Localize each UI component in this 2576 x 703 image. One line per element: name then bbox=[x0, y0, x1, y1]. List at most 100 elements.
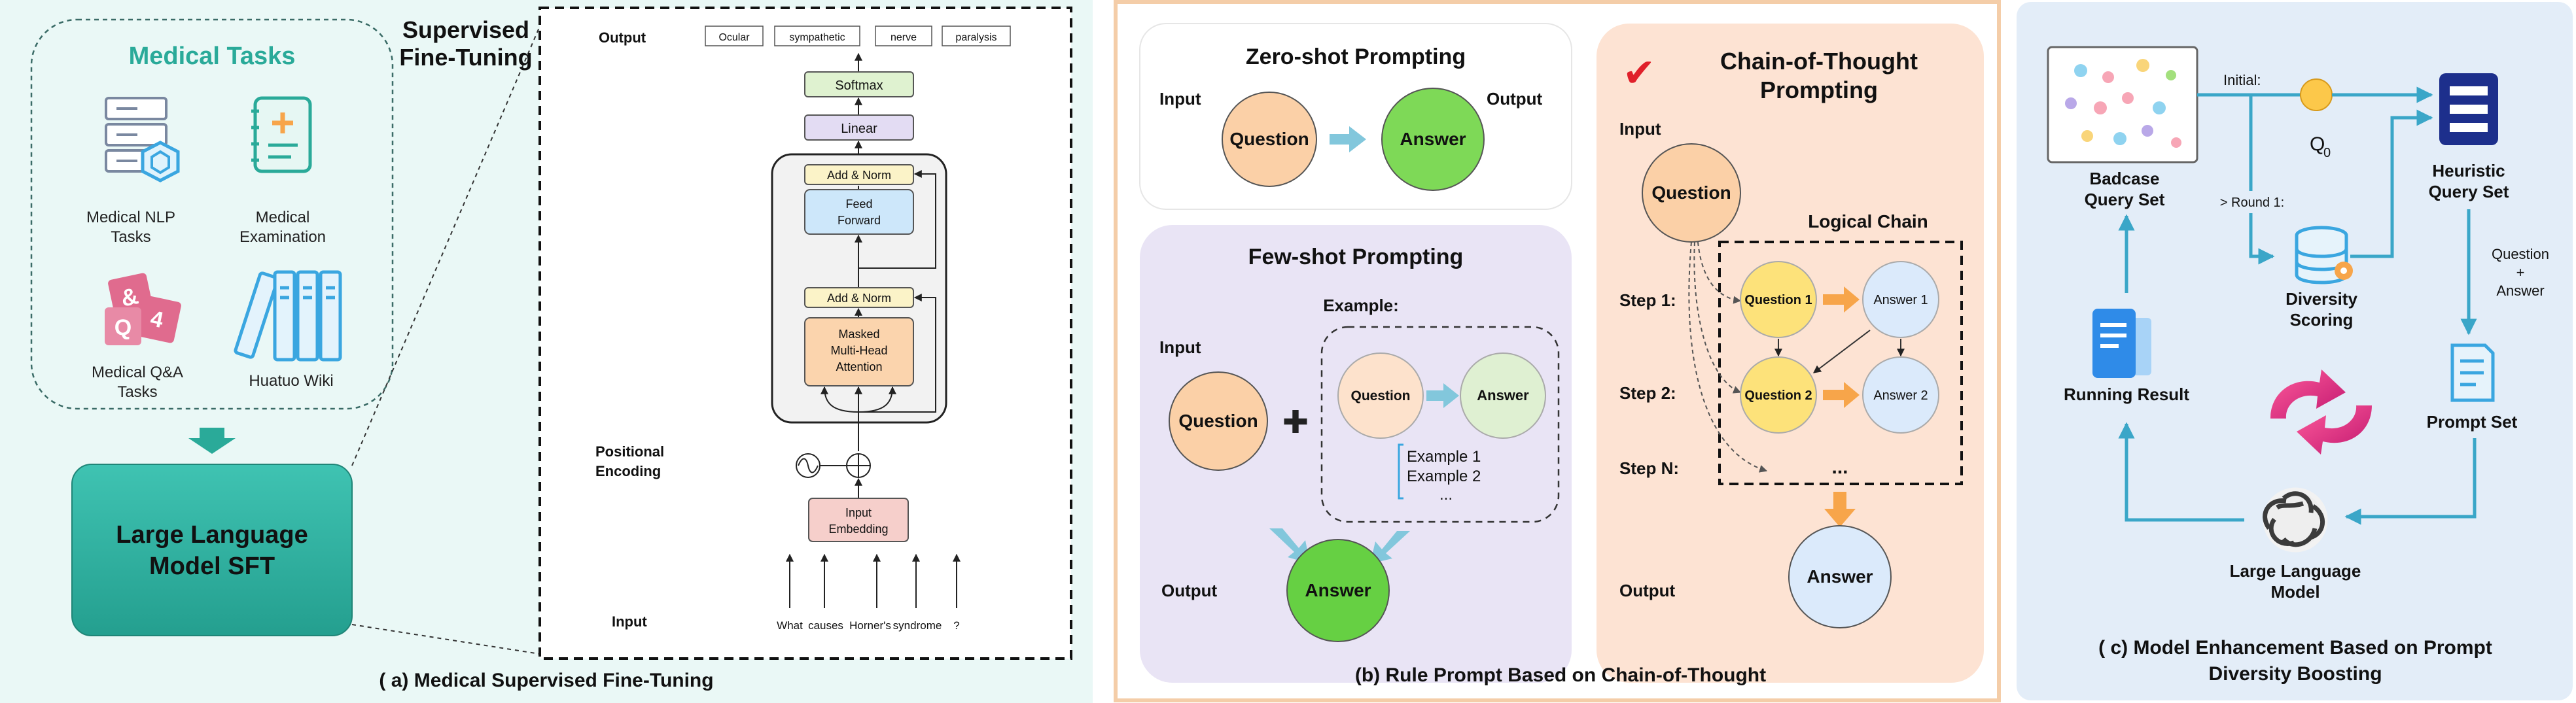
prompt-to-llm-arrow bbox=[2344, 438, 2477, 525]
task-label-exam-line1: Medical bbox=[256, 209, 310, 226]
panel-b: Zero-shot Prompting Input Output Questio… bbox=[1114, 0, 2001, 702]
books-icon bbox=[234, 270, 342, 362]
llm-line1: Large Language bbox=[2230, 561, 2361, 581]
chain-answer-2-label: Answer 2 bbox=[1873, 388, 1928, 403]
check-icon: ✔ bbox=[1623, 51, 1655, 95]
feed-forward-line1: Feed bbox=[845, 197, 872, 211]
few-shot-input-label: Input bbox=[1159, 337, 1201, 357]
cot-answer-node bbox=[1788, 525, 1892, 628]
qa-line2: + bbox=[2516, 264, 2525, 281]
heuristic-line1: Heuristic bbox=[2432, 161, 2505, 180]
few-shot-box bbox=[1140, 225, 1572, 683]
chain-answer-1-node bbox=[1862, 261, 1939, 338]
step-1-label: Step 1: bbox=[1619, 290, 1676, 310]
chain-arrow-1 bbox=[1823, 286, 1860, 313]
chain-question-1-node bbox=[1740, 261, 1817, 338]
few-shot-example-box bbox=[1320, 326, 1560, 523]
example-answer-label: Answer bbox=[1477, 387, 1529, 403]
positional-line2: Encoding bbox=[595, 463, 661, 479]
database-gear-icon bbox=[2295, 226, 2353, 284]
example-answer-node bbox=[1460, 352, 1546, 439]
heuristic-line2: Query Set bbox=[2429, 182, 2509, 201]
round-label-bg bbox=[2212, 191, 2293, 213]
sft-title-line1: Supervised bbox=[402, 16, 529, 43]
add-norm-bottom bbox=[804, 287, 914, 308]
add-norm-top bbox=[804, 164, 914, 185]
round-arrow bbox=[2249, 95, 2275, 265]
feed-forward-block bbox=[804, 189, 914, 235]
list-menu-icon bbox=[2439, 73, 2498, 145]
add-norm-bottom-label: Add & Norm bbox=[827, 292, 891, 305]
transformer-output-label: Output bbox=[599, 29, 646, 46]
badcase-line2: Query Set bbox=[2085, 190, 2165, 209]
chain-arrow-2 bbox=[1823, 382, 1860, 408]
zero-shot-output-label: Output bbox=[1487, 89, 1543, 109]
task-label-qa-line1: Medical Q&A bbox=[92, 364, 183, 381]
few-shot-left-arrow bbox=[1269, 528, 1310, 564]
sft-title-line2: Fine-Tuning bbox=[399, 44, 532, 71]
qa-line1: Question bbox=[2492, 246, 2549, 262]
qa-line3: Answer bbox=[2496, 283, 2544, 299]
few-shot-answer-node bbox=[1286, 539, 1390, 642]
few-shot-output-label: Output bbox=[1161, 581, 1218, 600]
task-label-wiki: Huatuo Wiki bbox=[249, 372, 333, 390]
feed-forward-line2: Forward bbox=[838, 214, 881, 227]
medical-tasks-box bbox=[30, 18, 394, 410]
few-shot-answer-label: Answer bbox=[1305, 580, 1371, 600]
input-token-3: syndrome bbox=[893, 619, 942, 632]
zoom-line-bottom bbox=[351, 624, 540, 655]
task-label-qa-line2: Tasks bbox=[117, 383, 157, 401]
softmax-label: Softmax bbox=[835, 78, 883, 93]
chain-question-2-node bbox=[1740, 356, 1817, 434]
input-embedding-line2: Embedding bbox=[828, 523, 888, 536]
linear-label: Linear bbox=[841, 122, 877, 136]
masked-attention-block bbox=[804, 317, 914, 386]
diversity-to-heuristic-arrow bbox=[2350, 109, 2433, 258]
example-item-1: Example 1 bbox=[1407, 448, 1481, 466]
badcase-line1: Badcase bbox=[2090, 169, 2160, 188]
panel-c-background bbox=[2017, 2, 2573, 700]
example-question-node bbox=[1337, 352, 1424, 439]
attention-line3: Attention bbox=[836, 360, 882, 373]
linear-block bbox=[804, 114, 914, 141]
attention-line2: Multi-Head bbox=[830, 344, 887, 357]
q0-node bbox=[2300, 78, 2333, 111]
input-token-2: Horner's bbox=[849, 619, 891, 632]
input-embedding-line1: Input bbox=[845, 506, 872, 519]
llm-sft-box bbox=[71, 464, 353, 636]
positional-encoding-icon bbox=[796, 453, 871, 478]
task-label-nlp-line2: Tasks bbox=[111, 228, 150, 246]
qa-cards-icon: & 4 Q bbox=[105, 273, 181, 345]
q0-subscript: 0 bbox=[2323, 146, 2331, 160]
chain-answer-1-label: Answer 1 bbox=[1873, 293, 1928, 307]
step-2-label: Step 2: bbox=[1619, 383, 1676, 403]
diversity-line1: Diversity bbox=[2285, 289, 2357, 309]
panel-c-caption-line1: ( c) Model Enhancement Based on Prompt bbox=[2098, 637, 2492, 659]
few-shot-question-node bbox=[1169, 371, 1268, 471]
cot-title-line1: Chain-of-Thought bbox=[1720, 48, 1918, 75]
examples-bracket bbox=[1398, 443, 1403, 500]
input-token-1: causes bbox=[808, 619, 843, 632]
positional-line1: Positional bbox=[595, 443, 664, 460]
cot-input-label: Input bbox=[1619, 119, 1661, 139]
llm-sft-line2: Model SFT bbox=[149, 553, 275, 580]
attention-line1: Masked bbox=[838, 328, 879, 341]
input-token-4: ? bbox=[953, 619, 959, 632]
zero-shot-title: Zero-shot Prompting bbox=[1246, 44, 1466, 69]
down-arrow-icon bbox=[188, 428, 236, 454]
refresh-cycle-icon bbox=[2270, 369, 2372, 454]
cot-output-label: Output bbox=[1619, 581, 1676, 600]
panel-c: Badcase Query Set Initial: Q 0 > Round 1… bbox=[2017, 2, 2573, 700]
panel-b-caption: (b) Rule Prompt Based on Chain-of-Though… bbox=[1355, 664, 1766, 686]
output-tokens: Ocular sympathetic nerve paralysis bbox=[705, 26, 1011, 46]
cot-title-line2: Prompting bbox=[1760, 77, 1878, 103]
running-result-label: Running Result bbox=[2064, 385, 2189, 404]
chain-ellipsis: ... bbox=[1831, 456, 1848, 478]
logical-chain-label: Logical Chain bbox=[1808, 211, 1928, 231]
zero-shot-answer-node bbox=[1381, 88, 1485, 191]
example-question-label: Question bbox=[1350, 388, 1410, 403]
add-norm-top-label: Add & Norm bbox=[827, 169, 891, 182]
zero-shot-input-label: Input bbox=[1159, 89, 1201, 109]
example-arrow bbox=[1426, 383, 1459, 408]
